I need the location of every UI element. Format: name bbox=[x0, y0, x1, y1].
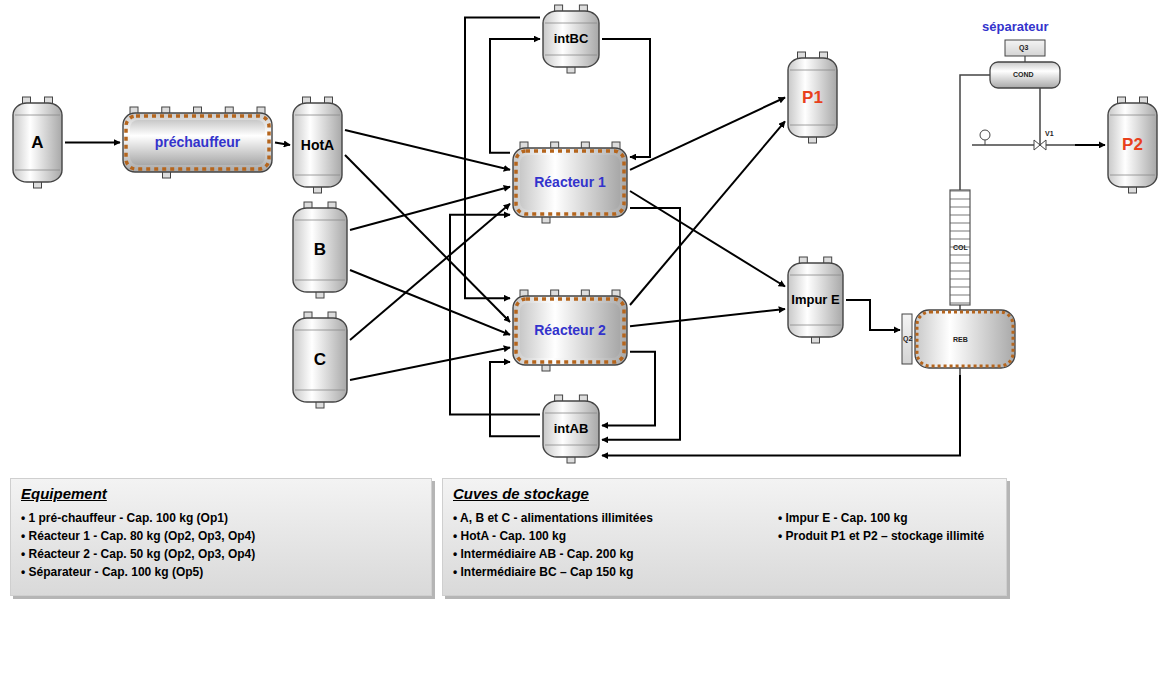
vessel-label: A bbox=[31, 133, 43, 153]
vessel-label: Réacteur 2 bbox=[534, 322, 606, 338]
cooler-box bbox=[1005, 40, 1045, 56]
flow-arrow bbox=[846, 300, 900, 330]
storage-tank: intAB bbox=[540, 393, 602, 465]
reboiler bbox=[915, 310, 1015, 368]
storage-tank: C bbox=[290, 310, 350, 410]
vessel-label: C bbox=[314, 350, 326, 370]
instrument-tag: V1 bbox=[1045, 130, 1054, 137]
vessel-label: Réacteur 1 bbox=[534, 174, 606, 190]
pipe bbox=[1024, 56, 1025, 62]
flow-arrow bbox=[345, 130, 510, 170]
reactor-vessel: Réacteur 1 bbox=[510, 140, 630, 225]
vessel-label: intAB bbox=[554, 422, 589, 437]
panel-item: • 1 pré-chauffeur - Cap. 100 kg (Op1) bbox=[21, 511, 228, 525]
legend-panel: Equipement • 1 pré-chauffeur - Cap. 100 k… bbox=[10, 478, 432, 596]
vessel-label: Impur E bbox=[791, 293, 839, 308]
flow-meter bbox=[980, 130, 990, 140]
heating-jacket bbox=[917, 312, 1013, 366]
panel-item: • Réacteur 2 - Cap. 50 kg (Op2, Op3, Op4… bbox=[21, 547, 255, 561]
vessel-label: préchauffeur bbox=[155, 134, 241, 150]
panel-item: • Produit P1 et P2 – stockage illimité bbox=[778, 529, 984, 543]
column bbox=[950, 190, 970, 305]
heating-jacket bbox=[126, 116, 269, 169]
panel-item: • HotA - Cap. 100 kg bbox=[453, 529, 566, 543]
panel-item: • Réacteur 1 - Cap. 80 kg (Op2, Op3, Op4… bbox=[21, 529, 255, 543]
instrument-tag: Q3 bbox=[1019, 44, 1028, 51]
flow-arrow bbox=[630, 309, 785, 326]
legend-panel: Cuves de stockage • A, B et C - alimentat… bbox=[442, 478, 1007, 596]
instrument-tag: COND bbox=[1013, 71, 1034, 78]
vessel-label: HotA bbox=[301, 137, 334, 153]
unit-title: séparateur bbox=[982, 19, 1048, 34]
panel-item: • Intermédiaire BC – Cap 150 kg bbox=[453, 565, 633, 579]
flow-arrow bbox=[490, 362, 540, 436]
heating-jacket bbox=[516, 151, 624, 214]
flow-arrow bbox=[65, 142, 120, 144]
vessel-label: B bbox=[314, 240, 326, 260]
vessel-label: P1 bbox=[802, 88, 823, 108]
reflux-pipe bbox=[972, 144, 1040, 146]
panel-heading: Cuves de stockage bbox=[453, 485, 589, 502]
preheater-vessel: préchauffeur bbox=[120, 105, 275, 180]
vessel-label: intBC bbox=[554, 32, 589, 47]
storage-tank: HotA bbox=[290, 95, 345, 195]
flow-arrow bbox=[350, 204, 510, 340]
storage-tank: Impur E bbox=[785, 255, 846, 345]
pipe bbox=[959, 305, 961, 310]
flow-arrow bbox=[1075, 144, 1105, 146]
vessel-label: P2 bbox=[1122, 135, 1143, 155]
heating-jacket bbox=[516, 299, 624, 362]
flow-arrow bbox=[630, 191, 785, 287]
reactor-vessel: Réacteur 2 bbox=[510, 288, 630, 373]
heater-box bbox=[902, 314, 912, 364]
flow-arrow bbox=[275, 143, 290, 146]
pipe bbox=[959, 368, 961, 375]
instrument-tag: Q2 bbox=[903, 335, 912, 342]
flow-arrow bbox=[630, 121, 785, 305]
panel-item: • Séparateur - Cap. 100 kg (Op5) bbox=[21, 565, 203, 579]
flow-arrow bbox=[350, 348, 510, 381]
storage-tank: P2 bbox=[1105, 95, 1160, 195]
panel-item: • Intermédiaire AB - Cap. 200 kg bbox=[453, 547, 633, 561]
flow-arrow bbox=[345, 155, 510, 322]
flow-arrow bbox=[630, 98, 785, 170]
storage-tank: A bbox=[10, 95, 65, 190]
flow-arrow bbox=[602, 39, 650, 157]
pipe bbox=[960, 75, 990, 190]
valve bbox=[1034, 140, 1046, 150]
instrument-tag: COL bbox=[953, 244, 968, 251]
storage-tank: P1 bbox=[785, 50, 840, 145]
pipe bbox=[1040, 88, 1075, 145]
panel-item: • Impur E - Cap. 100 kg bbox=[778, 511, 908, 525]
instrument-tag: REB bbox=[953, 336, 968, 343]
storage-tank: B bbox=[290, 200, 350, 300]
pipe bbox=[985, 140, 986, 145]
condenser bbox=[990, 62, 1060, 88]
flow-arrow bbox=[602, 375, 960, 456]
flow-arrow bbox=[350, 270, 510, 335]
panel-heading: Equipement bbox=[21, 485, 107, 502]
flow-arrow bbox=[490, 39, 540, 153]
storage-tank: intBC bbox=[540, 3, 602, 75]
separator-unit: séparateur bbox=[900, 5, 1075, 375]
panel-item: • A, B et C - alimentations illimitées bbox=[453, 511, 653, 525]
